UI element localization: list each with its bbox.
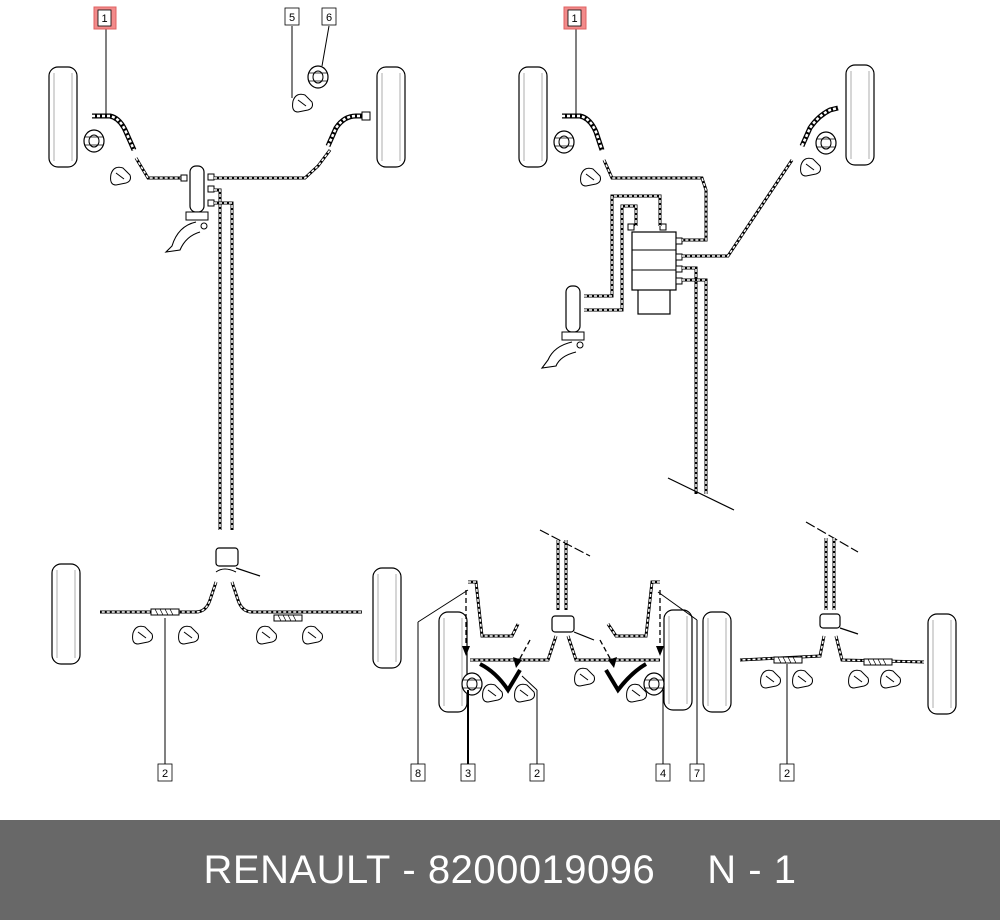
callout-3: 3 — [460, 763, 476, 782]
rear-left-hose-icon — [773, 656, 803, 664]
master-cylinder-right — [540, 285, 585, 369]
callout-6: 6 — [321, 7, 337, 26]
svg-text:5: 5 — [289, 12, 295, 24]
svg-text:3: 3 — [465, 768, 471, 780]
wheel-front-right — [376, 66, 406, 168]
wheel-rear-left — [438, 611, 468, 713]
wheel-rear-left — [702, 611, 732, 713]
hydraulic-unit — [631, 231, 677, 315]
rear-right-hose-icon — [273, 614, 303, 622]
rear-clip-icon — [178, 625, 199, 645]
callout-8: 8 — [410, 763, 426, 782]
callout-1-highlighted: 1 — [563, 6, 587, 30]
part-5-clip-icon — [292, 93, 313, 113]
left-layout: 1 5 6 2 — [48, 6, 406, 782]
part-number: 8200019096 — [427, 847, 656, 892]
rear-clip-icon — [760, 669, 781, 689]
brake-line-diagram: 1 5 6 2 — [48, 6, 957, 782]
rear-clip-icon — [880, 669, 901, 689]
rear-clip-icon — [482, 683, 503, 703]
part-3-grommet-icon — [461, 672, 483, 696]
rear-left-hose-icon — [150, 608, 180, 616]
rear-clip-icon — [792, 669, 813, 689]
svg-text:7: 7 — [694, 768, 700, 780]
wheel-front-left — [48, 66, 78, 168]
svg-text:8: 8 — [415, 768, 421, 780]
part-6-grommet-icon — [307, 65, 329, 89]
svg-text:2: 2 — [784, 768, 790, 780]
brand-name: RENAULT — [203, 847, 391, 892]
rear-clip-icon — [302, 625, 323, 645]
wheel-rear-right — [372, 567, 402, 669]
front-right-clip-icon — [800, 157, 821, 177]
rear-right-hose-icon — [863, 658, 893, 666]
callout-5: 5 — [284, 7, 300, 26]
front-left-clip-icon — [580, 167, 601, 187]
front-right-grommet-icon — [815, 131, 837, 155]
front-left-grommet-icon — [553, 130, 575, 154]
callout-2: 2 — [779, 763, 795, 782]
callout-2: 2 — [157, 763, 173, 782]
callout-2: 2 — [529, 763, 545, 782]
wheel-front-left — [518, 66, 548, 168]
rear-clip-icon — [514, 683, 535, 703]
svg-text:1: 1 — [571, 13, 577, 25]
position-code: N - 1 — [707, 847, 797, 892]
rear-clip-icon — [848, 669, 869, 689]
master-cylinder-left — [164, 165, 209, 253]
rear-compensator-left — [215, 547, 261, 577]
front-left-grommet-icon — [83, 129, 105, 153]
callout-7: 7 — [689, 763, 705, 782]
rear-clip-icon — [256, 625, 277, 645]
separator: - — [402, 847, 417, 892]
wheel-front-right — [845, 64, 875, 166]
part-4-grommet-icon — [643, 672, 665, 696]
svg-text:6: 6 — [326, 12, 332, 24]
wheel-rear-left — [51, 563, 81, 665]
callout-4: 4 — [655, 763, 671, 782]
part-footer: RENAULT - 8200019096 N - 1 — [0, 820, 1000, 920]
callout-1-highlighted: 1 — [93, 6, 117, 30]
right-layout: 1 8 3 2 4 7 2 — [410, 6, 957, 782]
front-left-clip-icon — [110, 166, 131, 186]
svg-text:1: 1 — [101, 13, 107, 25]
rear-clip-icon — [132, 625, 153, 645]
wheel-rear-right — [927, 613, 957, 715]
rear-clip-icon — [626, 683, 647, 703]
rear-compensator-right — [551, 615, 595, 641]
svg-text:4: 4 — [660, 768, 666, 780]
svg-text:2: 2 — [162, 768, 168, 780]
svg-text:2: 2 — [534, 768, 540, 780]
wheel-rear-right — [663, 609, 693, 711]
rear-clip-icon — [574, 667, 595, 687]
